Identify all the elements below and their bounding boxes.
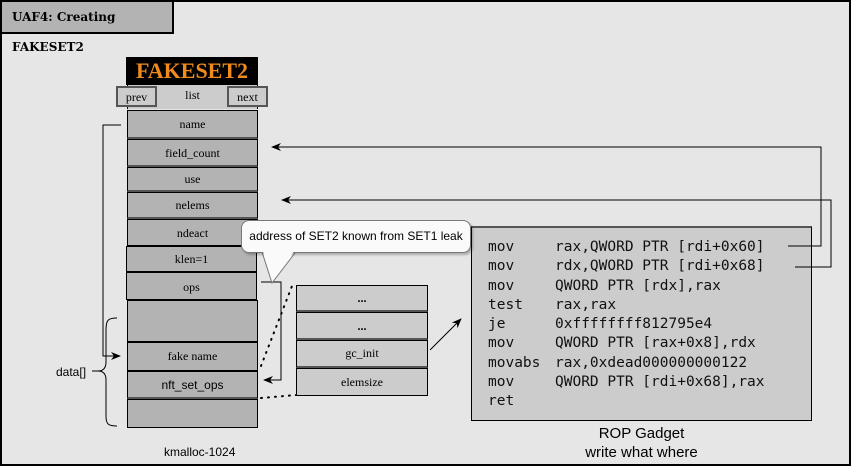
rop-operands: rax,QWORD PTR [rdi+0x60] xyxy=(555,239,765,255)
rop-instruction: ret xyxy=(488,392,811,411)
field-data-empty-top xyxy=(127,300,258,342)
rop-operands: QWORD PTR [rdi+0x68],rax xyxy=(555,374,765,391)
data-array-label: data[] xyxy=(56,365,87,379)
field-field-count: field_count xyxy=(127,139,258,167)
fakeset-header: FAKESET2 xyxy=(126,57,258,85)
rop-opcode: je xyxy=(488,316,506,333)
data-brace xyxy=(97,317,118,427)
rop-operands: QWORD PTR [rax+0x8],rdx xyxy=(555,335,756,352)
next-pointer: next xyxy=(227,86,268,107)
field-use: use xyxy=(127,167,258,192)
name-to-fakename-arrow xyxy=(102,124,121,360)
rop-rdi68-to-nelems-arrow xyxy=(281,196,832,268)
rop-opcode: movabs xyxy=(488,354,541,371)
rop-opcode: test xyxy=(488,296,523,313)
diagram-title: UAF4: Creating FAKESET2 xyxy=(2,2,174,54)
gc-init-to-rop-arrow xyxy=(429,318,462,351)
rop-opcode: mov xyxy=(488,277,515,294)
list-label: list xyxy=(185,88,200,102)
rop-opcode: mov xyxy=(488,374,515,391)
field-name: name xyxy=(127,110,258,139)
ops-to-nft-set-ops-arrow xyxy=(261,281,282,384)
rop-opcode: mov xyxy=(488,258,515,275)
ops-field-elemsize: elemsize xyxy=(296,368,428,396)
leak-callout: address of SET2 known from SET1 leak xyxy=(241,220,471,253)
field-data-empty-bottom xyxy=(127,399,258,428)
dotted-fakename-to-ops-struct xyxy=(260,285,293,367)
rop-caption-subtitle: write what where xyxy=(585,444,698,461)
rop-opcode: mov xyxy=(488,239,515,255)
field-nelems: nelems xyxy=(127,192,258,219)
field-klen: klen=1 xyxy=(126,246,257,272)
dotted-nft-set-ops-to-ops-struct xyxy=(260,394,297,399)
rop-opcode: mov xyxy=(488,335,515,352)
rop-instruction: mov QWORD PTR [rdi+0x68],rax xyxy=(488,373,811,392)
rop-operands: rax,rax xyxy=(555,296,617,313)
rop-instruction: mov QWORD PTR [rax+0x8],rdx xyxy=(488,334,811,353)
rop-operands: QWORD PTR [rdx],rax xyxy=(555,277,721,294)
ops-field-ellipsis-1: ... xyxy=(296,285,428,312)
rop-caption: ROP Gadget write what where xyxy=(471,424,812,462)
rop-caption-title: ROP Gadget xyxy=(598,425,685,442)
rop-operands: rdx,QWORD PTR [rdi+0x68] xyxy=(555,258,765,275)
rop-gadget-box: mov rax,QWORD PTR [rdi+0x60] mov rdx,QWORD … xyxy=(471,226,812,421)
rop-instruction: mov QWORD PTR [rdx],rax xyxy=(488,277,811,296)
field-ndeact: ndeact xyxy=(127,219,258,246)
field-ops: ops xyxy=(126,272,257,300)
prev-pointer: prev xyxy=(116,86,157,107)
rop-rdi60-to-field-count-arrow xyxy=(271,143,822,247)
ops-field-gc-init: gc_init xyxy=(296,340,428,368)
rop-instruction: test rax,rax xyxy=(488,296,811,315)
rop-operands: 0xffffffff812795e4 xyxy=(555,316,713,333)
rop-instruction: mov rdx,QWORD PTR [rdi+0x68] xyxy=(488,257,811,276)
callout-tail xyxy=(261,251,296,285)
field-fake-name: fake name xyxy=(127,342,258,371)
kmalloc-caption: kmalloc-1024 xyxy=(164,445,236,459)
rop-instruction: mov rax,QWORD PTR [rdi+0x60] xyxy=(488,238,811,257)
rop-instruction: je 0xffffffff812795e4 xyxy=(488,315,811,334)
rop-operands: rax,0xdead000000000122 xyxy=(555,354,748,371)
field-nft-set-ops: nft_set_ops xyxy=(127,371,258,399)
rop-instruction: movabs rax,0xdead000000000122 xyxy=(488,354,811,373)
rop-opcode: ret xyxy=(488,393,515,410)
ops-field-ellipsis-2: ... xyxy=(296,312,428,340)
